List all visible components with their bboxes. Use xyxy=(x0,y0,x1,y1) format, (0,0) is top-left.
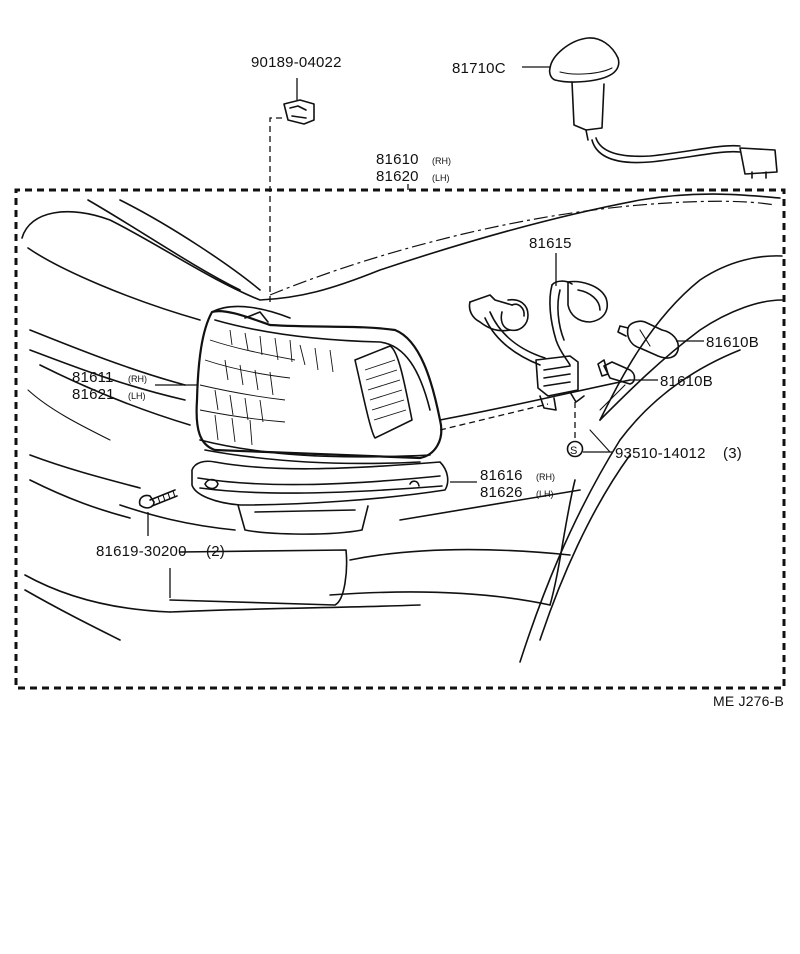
bracket-part xyxy=(191,460,449,535)
socket-part xyxy=(548,37,778,179)
screw-s-letter: S xyxy=(570,445,578,457)
part-labels: 90189-04022 81710C 81610 (RH) 81620 (LH)… xyxy=(72,54,784,709)
screw-s-qty: (3) xyxy=(723,445,742,462)
bulb-large-number: 81610B xyxy=(706,334,759,351)
diagram-ref: ME J276-B xyxy=(713,693,784,709)
screw-s-symbol xyxy=(566,440,584,458)
lamp-assy-suffix-lh: (LH) xyxy=(432,173,450,183)
bracket-number-lh: 81626 xyxy=(480,484,523,501)
bulb-large-part xyxy=(617,320,680,359)
clip-number: 90189-04022 xyxy=(251,54,342,71)
assembly-frame xyxy=(14,188,786,690)
harness-mount-dash xyxy=(439,402,576,440)
lamp-assy-number-rh: 81610 xyxy=(376,151,419,168)
lens-suffix-lh: (LH) xyxy=(128,391,146,401)
harness-number: 81615 xyxy=(529,235,572,252)
lamp-assy-suffix-rh: (RH) xyxy=(432,156,451,166)
harness-part xyxy=(468,280,608,411)
clip-leader xyxy=(269,117,282,305)
lamp-lens xyxy=(195,305,443,465)
lens-number-lh: 81621 xyxy=(72,386,115,403)
bracket-number-rh: 81616 xyxy=(480,467,523,484)
screw-qty: (2) xyxy=(206,543,225,560)
bulb-small-number: 81610B xyxy=(660,373,713,390)
leader-lines xyxy=(147,66,704,598)
lens-suffix-rh: (RH) xyxy=(128,374,147,384)
clip-part xyxy=(283,99,315,125)
bracket-suffix-lh: (LH) xyxy=(536,489,554,499)
socket-number: 81710C xyxy=(452,60,506,77)
screw-number: 81619-30200 xyxy=(96,543,187,560)
lamp-assy-number-lh: 81620 xyxy=(376,168,419,185)
bulb-small-part xyxy=(597,359,636,385)
bracket-suffix-rh: (RH) xyxy=(536,472,555,482)
lens-number-rh: 81611 xyxy=(72,369,114,386)
car-body-outline xyxy=(21,193,783,663)
screw-s-number: 93510-14012 xyxy=(615,445,706,462)
screw-part xyxy=(138,489,178,509)
